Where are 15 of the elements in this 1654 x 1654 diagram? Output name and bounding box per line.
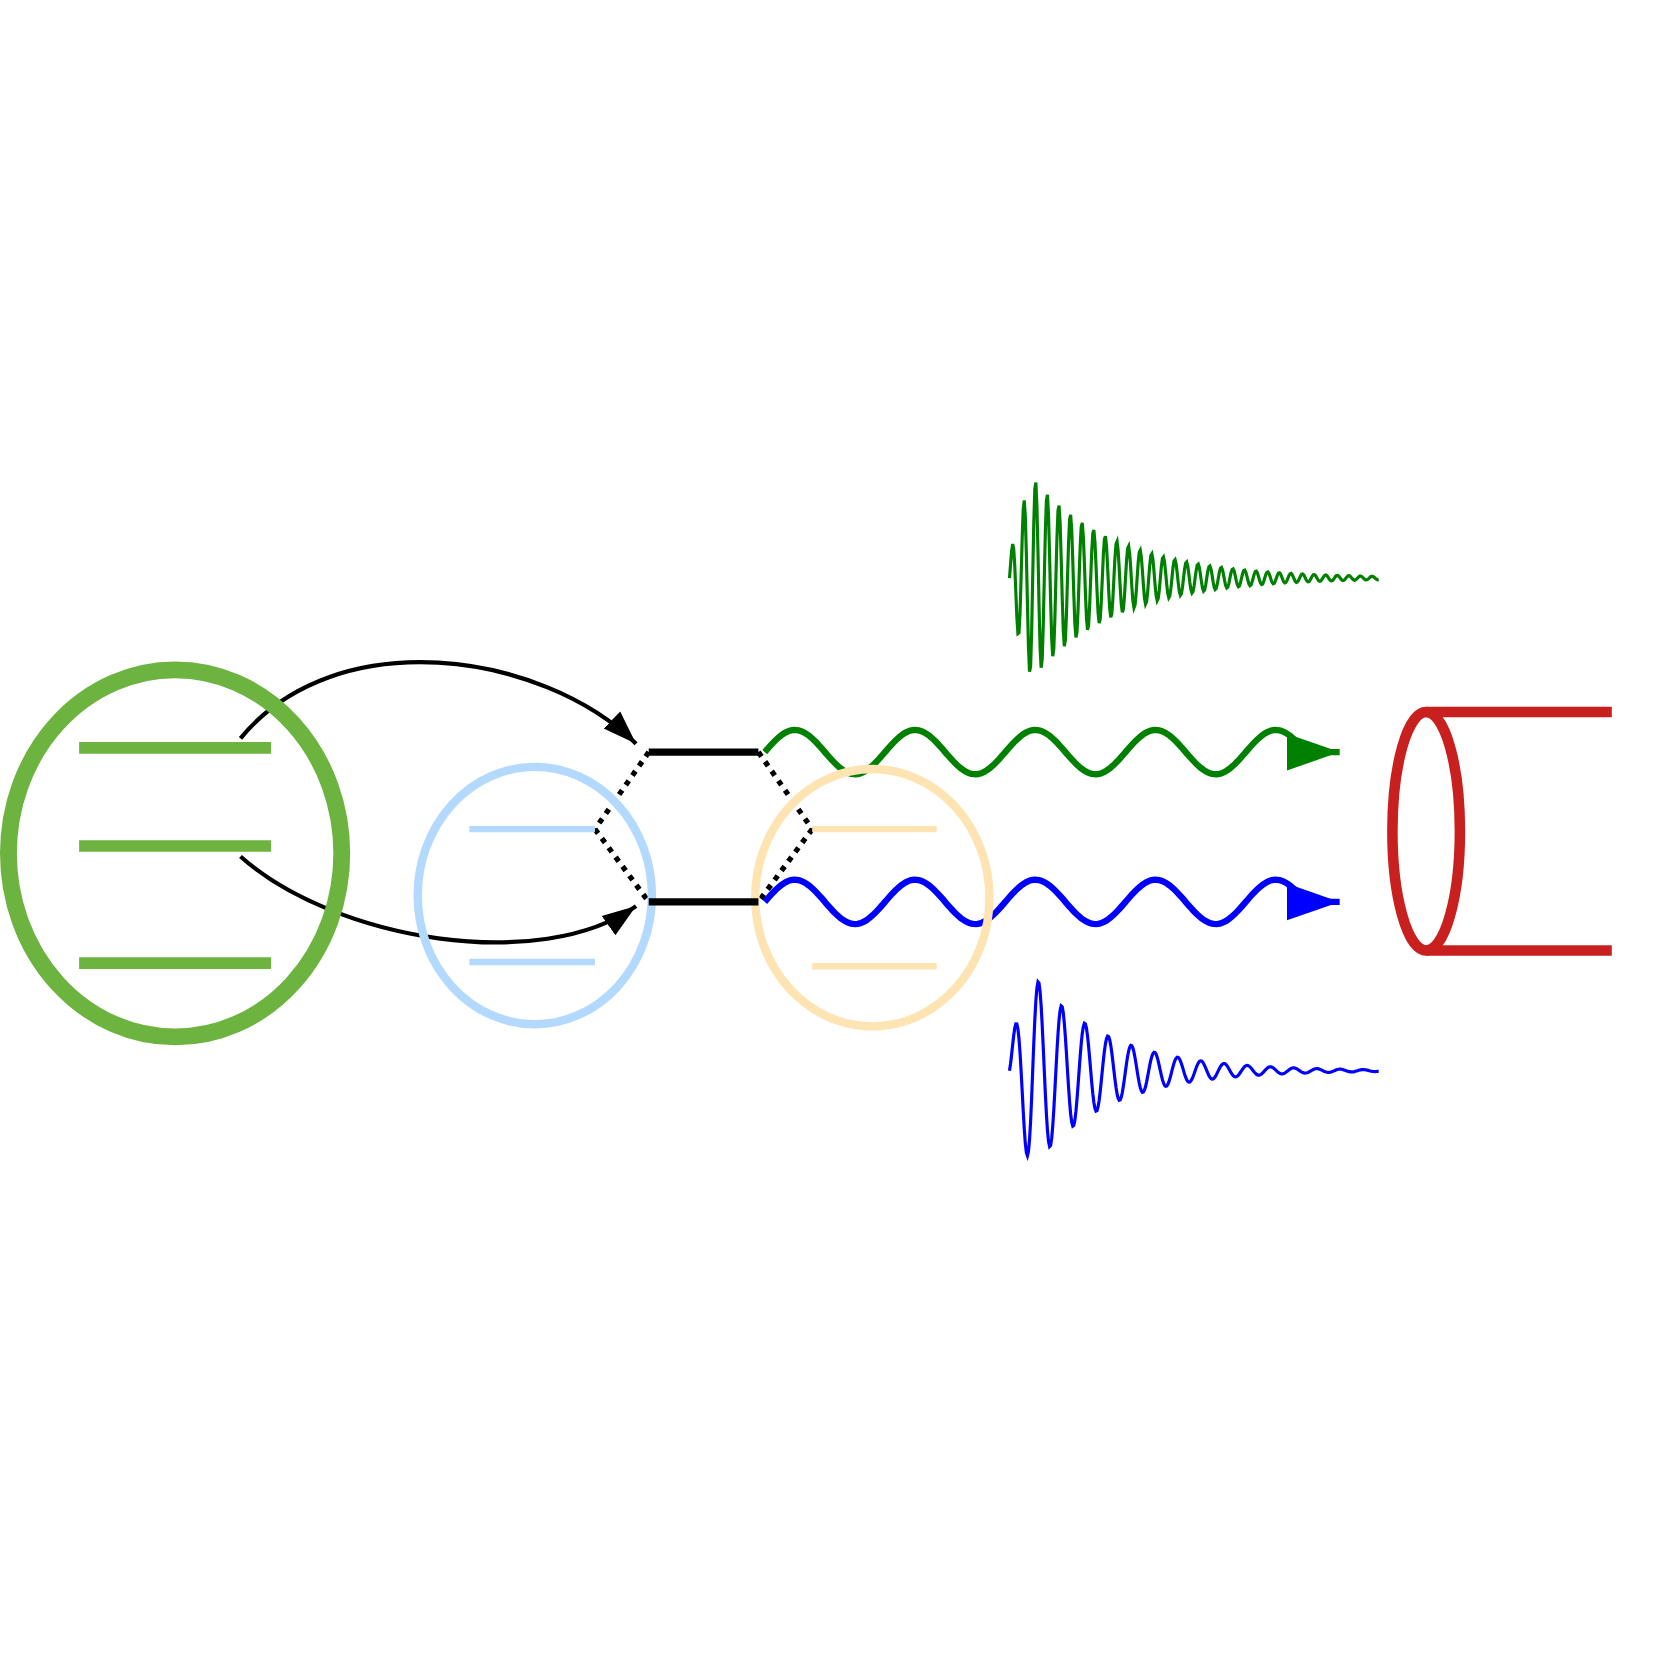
energy-level [812, 825, 937, 833]
atom-ellipse [751, 764, 994, 1031]
energy-level [812, 963, 937, 970]
wavy-arrow [761, 726, 1340, 778]
atom-ellipse [413, 762, 657, 1029]
energy-level [79, 957, 272, 969]
curved-arrow [239, 660, 638, 746]
detector-cylinder [1387, 706, 1612, 956]
dotted-line [592, 750, 651, 831]
energy-level [79, 840, 272, 852]
dotted-line [756, 750, 815, 831]
energy-level [79, 742, 272, 754]
curved-arrow [239, 854, 638, 945]
wavy-arrow [761, 876, 1340, 928]
atom-ellipse [0, 661, 351, 1046]
